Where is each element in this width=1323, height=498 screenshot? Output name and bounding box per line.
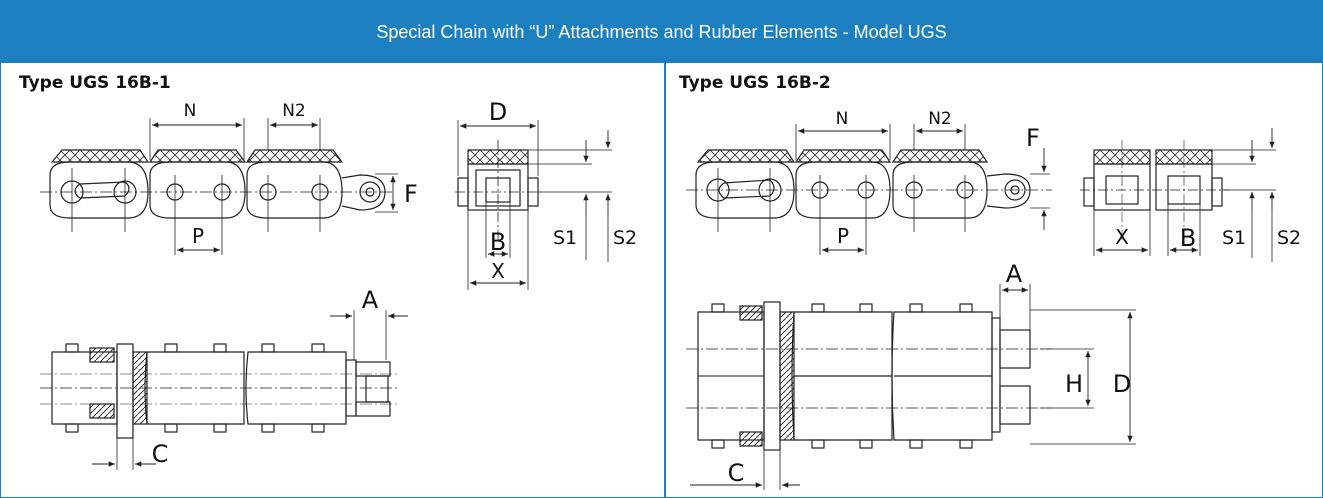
right-dim-label-d: D: [1113, 370, 1131, 398]
right-dim-label-s1: S1: [1222, 227, 1246, 249]
dim-label-b: B: [490, 228, 506, 256]
left-side-view: [40, 118, 398, 255]
panel-divider: [664, 63, 666, 498]
left-panel-title: Type UGS 16B-1: [19, 73, 171, 93]
right-dim-label-s2: S2: [1277, 227, 1301, 249]
right-dim-label-n2: N2: [928, 109, 952, 129]
dim-label-s1: S1: [553, 227, 577, 249]
dim-label-c: C: [152, 440, 169, 468]
left-top-view: [40, 310, 408, 470]
right-side-view: [686, 124, 1052, 255]
right-dim-label-p: P: [837, 224, 849, 248]
right-dim-label-n: N: [836, 109, 849, 129]
page-title: Special Chain with “U” Attachments and R…: [1, 1, 1322, 63]
right-dim-label-c: C: [728, 459, 745, 487]
right-panel-title: Type UGS 16B-2: [679, 73, 831, 93]
right-top-view: [686, 284, 1136, 490]
right-end-view: [1080, 128, 1276, 262]
dim-label-h: H: [1065, 370, 1083, 398]
dim-label-d: D: [489, 98, 507, 126]
dim-label-f: F: [404, 180, 418, 208]
right-dim-label-x: X: [1115, 225, 1129, 249]
right-dim-label-a: A: [1006, 260, 1023, 288]
dim-label-n: N: [184, 101, 197, 121]
dim-label-n2: N2: [282, 101, 306, 121]
dim-label-a: A: [362, 286, 379, 314]
left-end-view: [455, 120, 612, 290]
right-dim-label-f: F: [1026, 124, 1040, 152]
right-dim-label-b: B: [1180, 224, 1196, 252]
dim-label-x: X: [491, 259, 505, 283]
dim-label-p: P: [192, 224, 204, 248]
dim-label-s2: S2: [613, 227, 637, 249]
